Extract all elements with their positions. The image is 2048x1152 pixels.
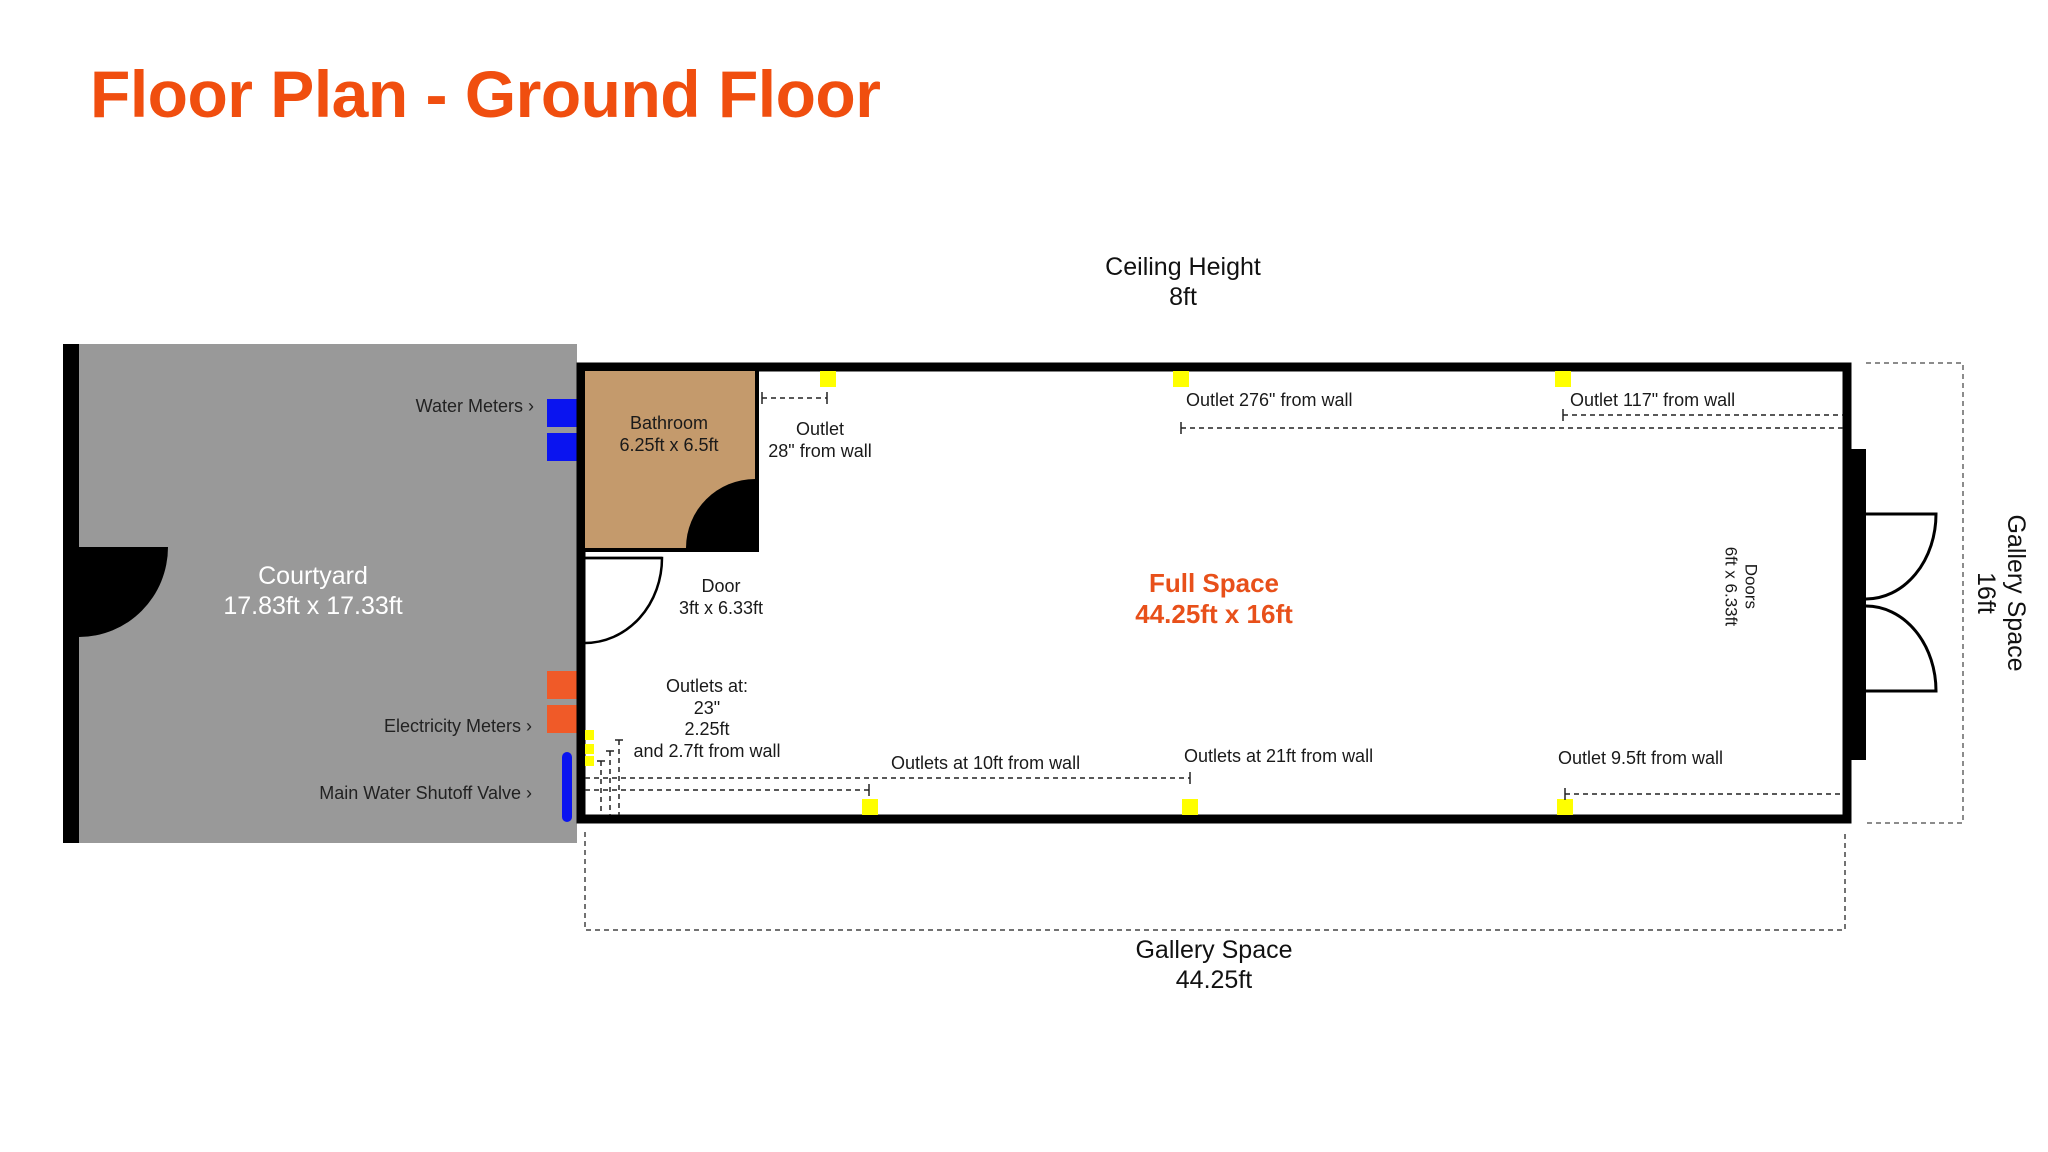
electricity-meter-1 [547, 671, 577, 699]
main-water-shutoff-label: Main Water Shutoff Valve › [319, 783, 532, 803]
page-title: Floor Plan - Ground Floor [90, 57, 881, 131]
outlet-top-1 [820, 371, 836, 387]
outlet-bottom-2 [1182, 799, 1198, 815]
courtyard-door-swing [79, 547, 168, 637]
front-door-frame [1851, 449, 1866, 760]
outlet-117in-label: Outlet 117" from wall [1570, 390, 1736, 410]
gallery-bottom-dimension [584, 832, 1846, 931]
outlet-9-5ft-label: Outlet 9.5ft from wall [1558, 748, 1724, 768]
front-door-right-swing [1865, 604, 1938, 693]
electricity-meter-2 [547, 705, 577, 733]
outlet-bottom-3 [1557, 799, 1573, 815]
outlet-top-2 [1173, 371, 1189, 387]
courtyard-label: Courtyard 17.83ft x 17.33ft [223, 562, 403, 620]
front-door-left-swing [1865, 512, 1938, 601]
water-meter-1 [547, 399, 577, 427]
electricity-meters-label: Electricity Meters › [383, 716, 532, 736]
outlet-bottom-1 [862, 799, 878, 815]
gallery-space-bottom-label: Gallery Space 44.25ft [1135, 936, 1293, 994]
gallery-right-dimension [1866, 362, 1964, 824]
outlet-28in-label: Outlet 28" from wall [768, 419, 872, 461]
side-door-swing [584, 556, 664, 645]
courtyard-wall [63, 344, 79, 843]
outlet-left-1 [585, 730, 594, 740]
bathroom-label: Bathroom 6.25ft x 6.5ft [619, 413, 719, 455]
outlet-276in-label: Outlet 276" from wall [1186, 390, 1353, 410]
water-meters-label: Water Meters › [415, 396, 534, 416]
water-shutoff-valve [562, 752, 572, 822]
gallery-space-right-label: Gallery Space 16ft [1972, 514, 2030, 672]
bathroom-wall-right [755, 371, 759, 552]
outlets-cluster-label: Outlets at: 23" 2.25ft and 2.7ft from wa… [633, 676, 781, 761]
outlet-left-3 [585, 756, 594, 766]
outlets-21ft-label: Outlets at 21ft from wall [1184, 746, 1374, 766]
outlet-top-3 [1555, 371, 1571, 387]
full-space-label: Full Space 44.25ft x 16ft [1135, 568, 1293, 630]
ceiling-height-label: Ceiling Height 8ft [1105, 253, 1261, 311]
water-meter-2 [547, 433, 577, 461]
outlets-10ft-label: Outlets at 10ft from wall [891, 753, 1081, 773]
outlet-left-2 [585, 744, 594, 754]
side-door-label: Door 3ft x 6.33ft [678, 576, 764, 618]
main-room-walls [576, 362, 1852, 824]
bathroom-wall-bottom [581, 548, 759, 552]
front-doors-label: Doors 6ft x 6.33ft [1721, 546, 1761, 627]
bathroom-door-swing [686, 479, 755, 548]
